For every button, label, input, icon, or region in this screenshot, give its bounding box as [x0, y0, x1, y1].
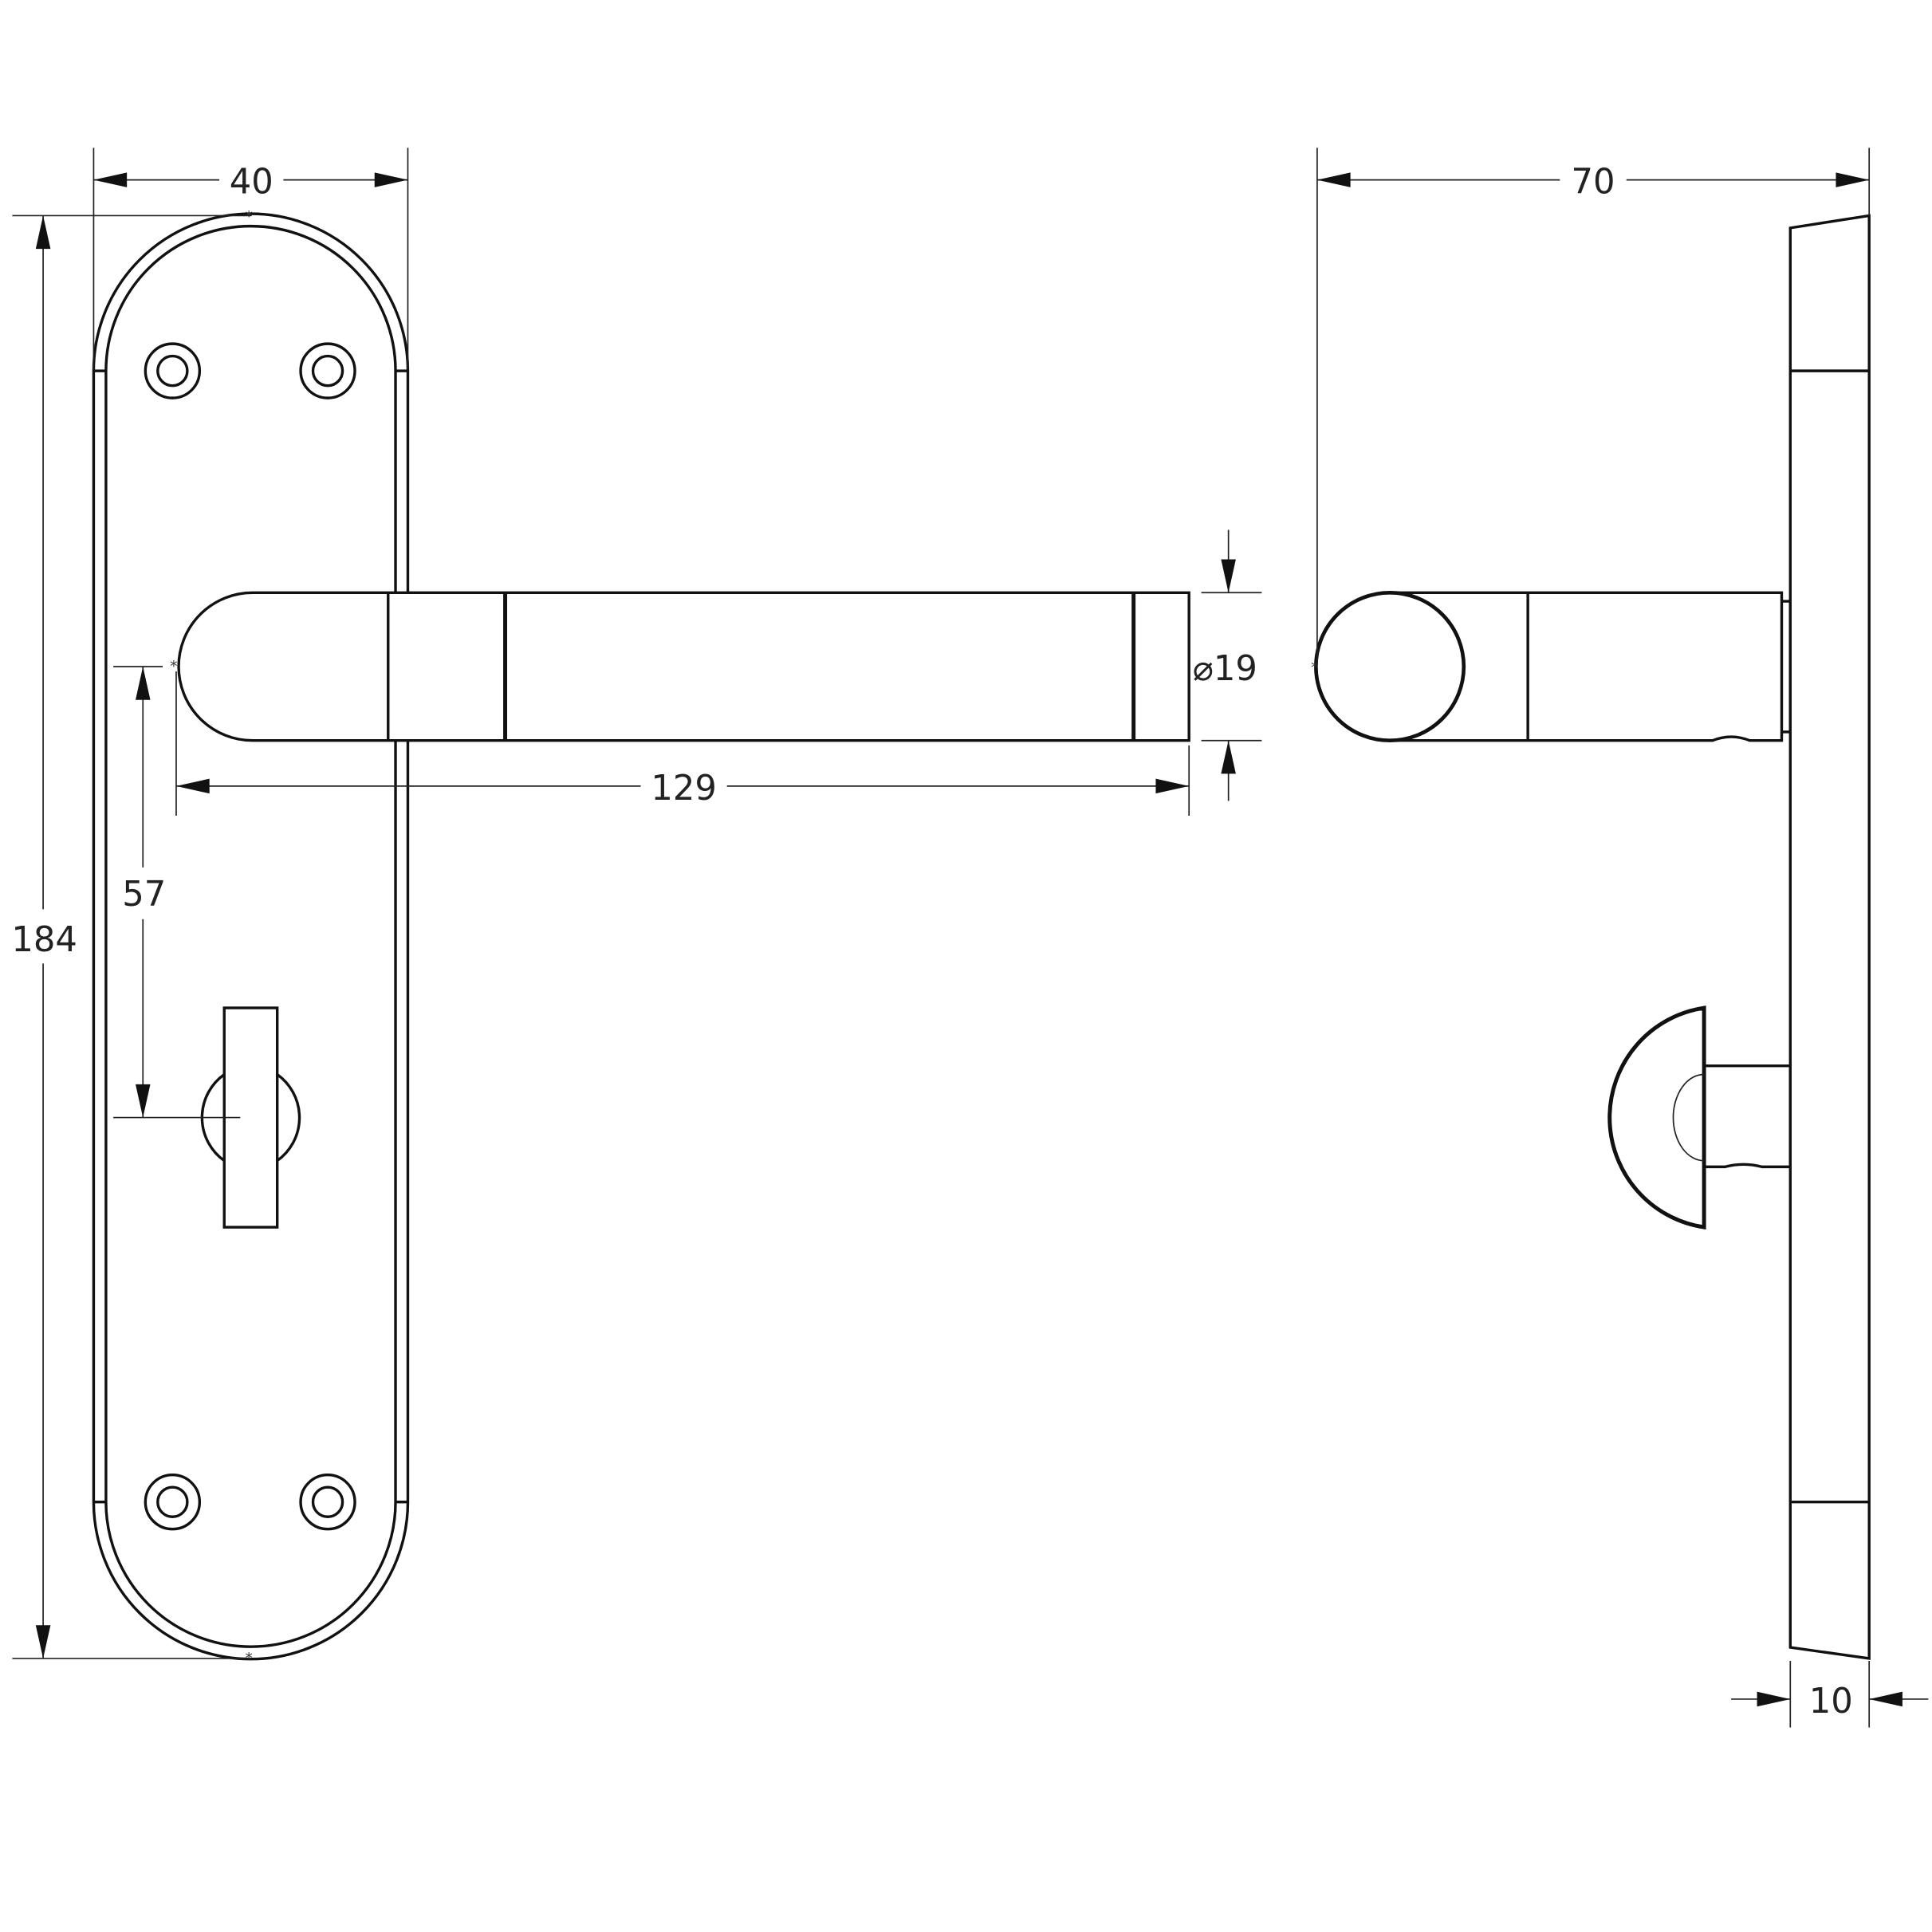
dim-lever-length: 129 — [175, 671, 1190, 816]
lever-side: * — [1311, 590, 1792, 743]
dim-label-57: 57 — [122, 875, 166, 915]
dim-lever-diameter: ⌀19 — [1193, 529, 1262, 801]
svg-text:*: * — [246, 1651, 253, 1667]
screw-hole-icon — [299, 1474, 356, 1531]
dim-label-184: 184 — [11, 920, 77, 960]
dim-label-40: 40 — [230, 163, 273, 203]
dim-plate-height: 184 * * — [11, 209, 252, 1667]
backplate-profile — [1788, 214, 1871, 1660]
dim-label-10: 10 — [1809, 1682, 1853, 1721]
dim-plate-width: 40 — [92, 148, 409, 370]
svg-text:*: * — [246, 209, 253, 226]
screw-hole-icon — [144, 1474, 202, 1531]
lever-handle: * — [170, 591, 1190, 742]
svg-text:*: * — [1311, 660, 1318, 677]
backplate-outline — [92, 212, 410, 1661]
dim-label-129: 129 — [651, 769, 717, 809]
front-view: * — [92, 212, 1190, 1661]
screw-hole-icon — [299, 342, 356, 399]
dim-label-70: 70 — [1572, 163, 1615, 203]
turn-knob-side — [1607, 1005, 1792, 1230]
dim-projection: 70 — [1316, 148, 1871, 666]
dim-centres: 57 — [113, 666, 241, 1119]
svg-text:*: * — [170, 659, 177, 675]
backplate-chamfer — [104, 224, 397, 1648]
screw-hole-icon — [144, 342, 202, 399]
dim-label-diameter-19: ⌀19 — [1193, 649, 1257, 689]
side-view: * — [1311, 214, 1871, 1660]
dim-plate-thickness: 10 — [1731, 1661, 1929, 1728]
